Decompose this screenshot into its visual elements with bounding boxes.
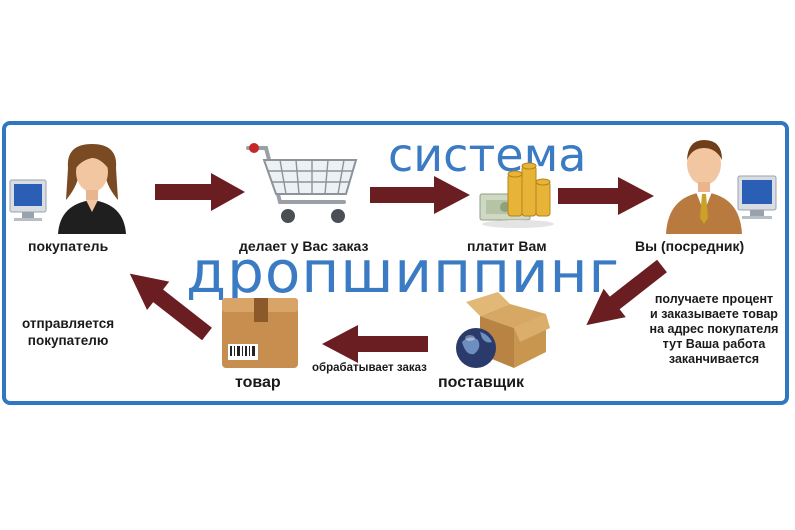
note-supplier-to-goods: обрабатывает заказ (312, 362, 427, 374)
package-icon (222, 298, 298, 368)
note-line: и заказываете товар (650, 307, 778, 321)
note-line: заканчивается (668, 352, 760, 366)
goods-label: товар (235, 374, 281, 391)
note-line: покупателю (27, 333, 109, 348)
woman-at-computer-icon (9, 144, 126, 234)
man-at-computer-icon (666, 140, 777, 234)
note-line: тут Ваша работа (662, 337, 766, 351)
title-line-2: дропшиппинг (186, 238, 621, 306)
pays-label: платит Вам (467, 238, 547, 254)
arrow-right-icon (558, 177, 654, 215)
arrow-diagonal-icon (129, 273, 212, 341)
arrow-diagonal-icon (586, 259, 667, 326)
buyer-label: покупатель (28, 238, 109, 254)
note-line: отправляется (22, 316, 115, 331)
shopping-cart-icon (246, 143, 358, 223)
you-label: Вы (посредник) (635, 238, 745, 254)
supplier-label: поставщик (438, 374, 525, 391)
title-line-1: система (388, 128, 587, 182)
order-label: делает у Вас заказ (239, 238, 369, 254)
money-coins-icon (479, 162, 554, 228)
note-line: получаете процент (654, 292, 774, 306)
arrow-right-icon (155, 173, 245, 211)
arrow-left-icon (322, 325, 428, 363)
note-line: на адрес покупателя (649, 322, 779, 336)
arrow-right-icon (370, 176, 470, 214)
note-goods-to-buyer: отправляется покупателю (22, 315, 114, 349)
globe-box-icon (456, 292, 550, 368)
note-you-to-supplier: получаете процент и заказываете товар на… (638, 292, 790, 367)
